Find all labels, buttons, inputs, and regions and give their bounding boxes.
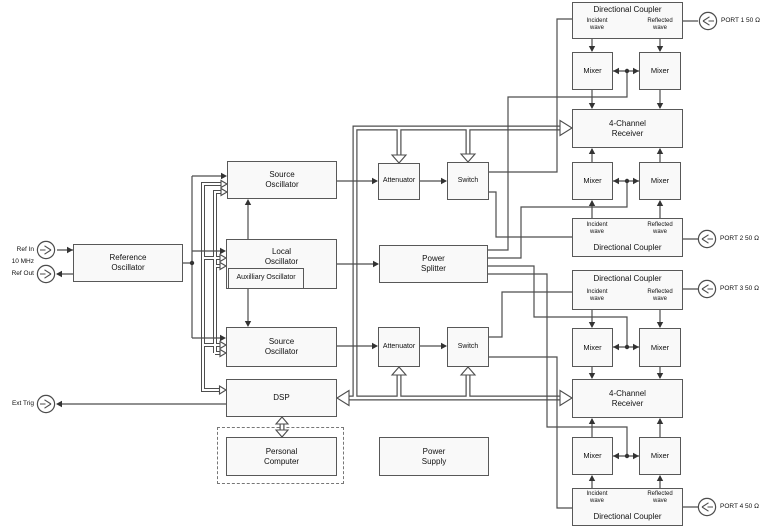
port-2-label: PORT 2 50 Ω (720, 235, 759, 242)
ref-in-label: Ref In (16, 246, 34, 253)
directional-coupler-4-block: Incident wave Reflected wave Directional… (572, 488, 683, 526)
junction-dots (189, 68, 630, 459)
port-connector-icon (697, 229, 717, 249)
ref-freq-label: 10 MHz (11, 258, 34, 265)
port-2-connector (697, 229, 717, 249)
directional-coupler-4-title: Directional Coupler (593, 512, 662, 521)
mixer-c-right-block: Mixer (639, 328, 681, 367)
power-supply-block: Power Supply (379, 437, 489, 476)
source-oscillator-bottom-block: Source Oscillator (226, 327, 337, 367)
reflected-wave-label: Reflected wave (647, 222, 673, 236)
port-connector-icon (698, 11, 718, 31)
switch-bottom-block: Switch (447, 327, 489, 367)
ref-out-connector (36, 264, 56, 284)
port-3-label: PORT 3 50 Ω (720, 285, 759, 292)
directional-coupler-3-title: Directional Coupler (593, 274, 662, 283)
directional-coupler-2-block: Incident wave Reflected wave Directional… (572, 218, 683, 257)
personal-computer-block: Personal Computer (226, 437, 337, 476)
mixer-b-left-block: Mixer (572, 162, 613, 200)
port-1-label: PORT 1 50 Ω (721, 17, 760, 24)
attenuator-bottom-block: Attenuator (378, 327, 420, 367)
source-oscillator-top-block: Source Oscillator (227, 161, 337, 199)
ref-in-connector (36, 240, 56, 260)
receiver-bottom-block: 4-Channel Receiver (572, 379, 683, 418)
switch-top-block: Switch (447, 162, 489, 200)
hollow-arrowheads (218, 119, 574, 438)
auxilliary-oscillator-block: Auxilliary Oscillator (228, 268, 304, 289)
incident-wave-label: Incident wave (586, 18, 608, 32)
reference-oscillator-block: Reference Oscillator (73, 244, 183, 282)
receiver-top-block: 4-Channel Receiver (572, 109, 683, 148)
mixer-d-left-block: Mixer (572, 437, 613, 475)
incident-wave-label: Incident wave (586, 222, 608, 236)
incident-wave-label: Incident wave (586, 289, 608, 303)
mixer-a-right-block: Mixer (639, 52, 681, 90)
attenuator-top-block: Attenuator (378, 163, 420, 200)
connector-arrow-icon (36, 264, 56, 284)
mixer-b-right-block: Mixer (639, 162, 681, 200)
port-1-connector (698, 11, 718, 31)
port-4-connector (697, 497, 717, 517)
port-connector-icon (697, 497, 717, 517)
dsp-block: DSP (226, 379, 337, 417)
solid-arrowheads (56, 46, 664, 481)
reflected-wave-label: Reflected wave (647, 18, 673, 32)
ext-trig-label: Ext Trig (11, 400, 34, 407)
connector-arrow-icon (36, 394, 56, 414)
port-4-label: PORT 4 50 Ω (720, 503, 759, 510)
port-3-connector (697, 279, 717, 299)
power-splitter-block: Power Splitter (379, 245, 488, 283)
reflected-wave-label: Reflected wave (647, 289, 673, 303)
directional-coupler-3-block: Directional Coupler Incident wave Reflec… (572, 270, 683, 310)
ref-out-label: Ref Out (11, 270, 34, 277)
signal-wires (57, 18, 698, 509)
control-bus-wires (201, 125, 560, 434)
mixer-a-left-block: Mixer (572, 52, 613, 90)
incident-wave-label: Incident wave (586, 491, 608, 505)
connector-arrow-icon (36, 240, 56, 260)
directional-coupler-1-title: Directional Coupler (593, 5, 662, 14)
local-oscillator-label: Local Oscillator (264, 247, 299, 266)
directional-coupler-1-block: Directional Coupler Incident wave Reflec… (572, 2, 683, 39)
reflected-wave-label: Reflected wave (647, 491, 673, 505)
directional-coupler-2-title: Directional Coupler (593, 243, 662, 252)
mixer-c-left-block: Mixer (572, 328, 613, 367)
port-connector-icon (697, 279, 717, 299)
ext-trig-connector (36, 394, 56, 414)
mixer-d-right-block: Mixer (639, 437, 681, 475)
